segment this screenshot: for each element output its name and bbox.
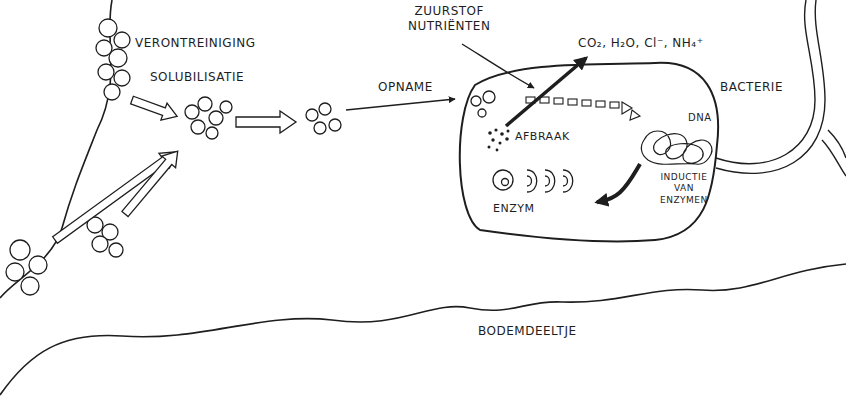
enzyme-group: ENZYM — [485, 160, 595, 225]
release-arrow — [506, 58, 586, 126]
flagellum — [822, 140, 846, 176]
product-label: CO₂, H₂O, Cl⁻, NH₄⁺ — [578, 36, 704, 51]
cell-membrane — [460, 63, 718, 242]
transport-squares — [526, 97, 640, 120]
uptake-arrow — [346, 99, 455, 110]
soil-outline — [0, 0, 112, 298]
absorbed-molecules — [471, 91, 495, 117]
enzyme-group-outline — [485, 160, 595, 225]
process-label: VERONTREINIGING — [135, 36, 255, 51]
process-label: INDUCTIE VAN ENZYMEN — [660, 172, 708, 206]
soil-label: BODEMDEELTJE — [478, 324, 577, 339]
flagellum — [716, 0, 825, 173]
enzyme-shapes — [493, 170, 573, 192]
bacterium-cell-outline — [455, 55, 720, 245]
soil-outline — [0, 264, 846, 395]
flagellum — [828, 130, 846, 158]
node-title: ENZYM — [493, 202, 534, 215]
process-label: OPNAME — [378, 80, 433, 95]
process-label: SOLUBILISATIE — [150, 70, 244, 85]
bacterium-cell: BACTERIEDNAENZYM — [455, 55, 720, 245]
hollow-arrow — [50, 145, 182, 248]
solubilized-cluster — [306, 103, 341, 134]
hollow-arrow — [236, 111, 296, 133]
node-title: BACTERIE — [720, 80, 783, 94]
dna-strand: DNA — [640, 110, 716, 170]
solubilized-cluster — [185, 97, 232, 139]
flagellum — [716, 0, 815, 164]
contaminant-cluster — [96, 19, 130, 100]
breakdown-dots — [488, 128, 510, 151]
process-label: AFBRAAK — [515, 130, 570, 144]
input-label: ZUURSTOF NUTRIËNTEN — [408, 4, 490, 34]
node-title: DNA — [688, 112, 712, 124]
hollow-arrow — [129, 92, 180, 125]
dna-coil — [641, 131, 711, 164]
nutrient-arrow — [462, 44, 534, 88]
hollow-arrow — [118, 145, 184, 219]
induction-arrow — [597, 164, 640, 202]
